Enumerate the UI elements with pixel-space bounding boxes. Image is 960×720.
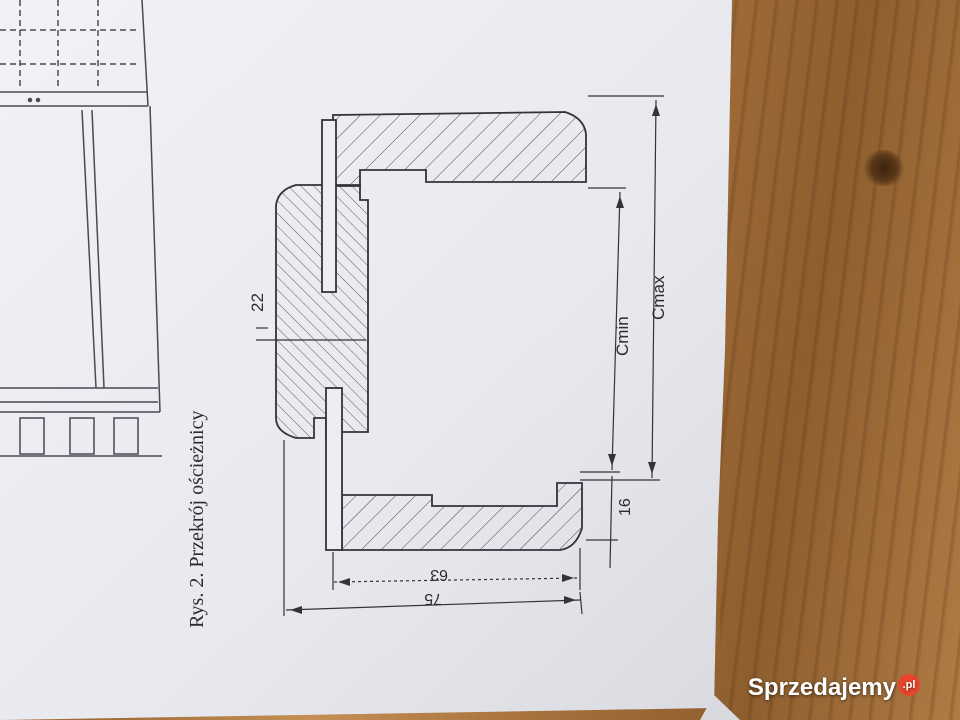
door-elevation-drawing [0, 0, 162, 457]
dim-label-16: 16 [617, 498, 634, 516]
dimension-lines [256, 95, 664, 616]
watermark-suffix: .pl [898, 674, 920, 696]
dim-label-75: 75 [424, 590, 442, 607]
dimension-arrows [290, 104, 660, 614]
top-tenon-board [321, 119, 337, 293]
watermark-brand: Sprzedajemy [747, 674, 896, 701]
bottom-tenon-board [325, 387, 343, 551]
paper-fold-edge [700, 695, 740, 720]
dim-label-cmin: Cmin [613, 316, 632, 356]
bottom-jamb-profile [341, 482, 583, 551]
dim-label-22: 22 [248, 293, 267, 312]
dim-label-63: 63 [430, 566, 448, 583]
top-jamb-profile [332, 111, 587, 187]
wood-grain [720, 0, 960, 720]
frame-cross-section [275, 111, 587, 551]
figure-caption: Rys. 2. Przekrój ościeżnicy [186, 410, 208, 628]
sprzedajemy-watermark: Sprzedajemy.pl [748, 674, 920, 702]
wood-knot [862, 150, 906, 186]
dim-label-cmax: Cmax [649, 275, 668, 320]
